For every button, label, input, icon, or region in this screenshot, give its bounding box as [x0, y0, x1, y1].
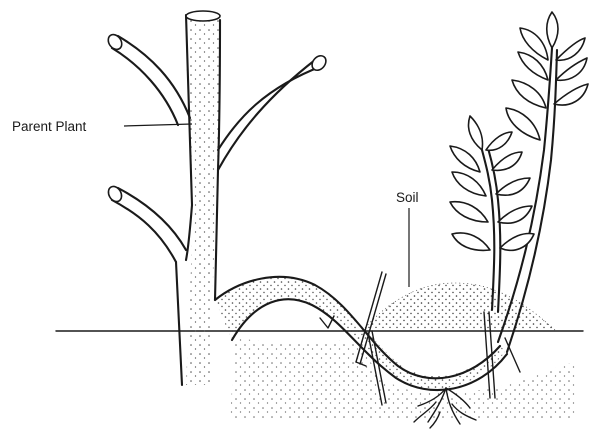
- parent-plant-leader: [124, 124, 192, 126]
- parent-plant-label: Parent Plant: [12, 119, 87, 134]
- soil-label: Soil: [396, 190, 419, 205]
- branch-cut-upper-left: [105, 32, 124, 52]
- new-shoot-short: [450, 116, 534, 312]
- trunk-top-cut: [186, 11, 220, 21]
- branch-cut-lower-left: [106, 184, 124, 204]
- parent-plant-label-group: Parent Plant: [12, 119, 192, 134]
- parent-plant: [105, 11, 328, 385]
- soil-label-group: Soil: [396, 190, 419, 287]
